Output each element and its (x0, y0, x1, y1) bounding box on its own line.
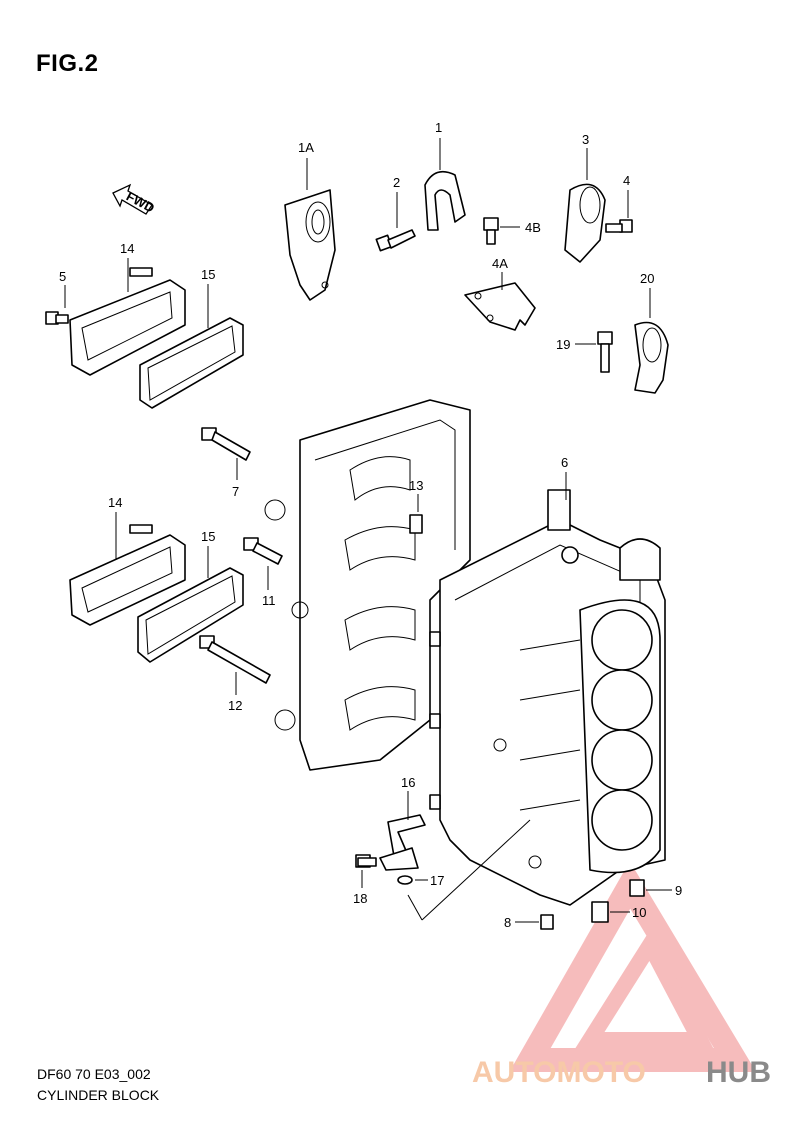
callout-4b: 4B (525, 220, 541, 235)
callout-15-lower: 15 (201, 529, 215, 544)
part-15-gasket-top (139, 317, 244, 409)
callout-11: 11 (262, 593, 276, 608)
part-10-plug (591, 901, 609, 923)
watermark-logo (509, 861, 757, 1072)
crankcase-half (264, 399, 471, 771)
callout-8: 8 (504, 915, 511, 930)
callout-14-lower: 14 (108, 495, 122, 510)
callout-18: 18 (353, 891, 367, 906)
fwd-label: FWD (124, 188, 157, 215)
figure-title: FIG.2 (36, 50, 99, 77)
part-17-o-ring (397, 875, 413, 885)
callout-20: 20 (640, 271, 654, 286)
callout-6: 6 (561, 455, 568, 470)
part-19-bolt (597, 331, 613, 373)
part-8-plug (540, 914, 554, 930)
callout-1: 1 (435, 120, 442, 135)
callout-12: 12 (228, 698, 242, 713)
cylinder-block (429, 489, 666, 906)
part-16-tube (379, 814, 426, 871)
callout-4a: 4A (492, 256, 508, 271)
callout-7: 7 (232, 484, 239, 499)
part-4a-plate (464, 282, 536, 331)
model-code: DF60 70 E03_002 (37, 1066, 151, 1082)
callout-5: 5 (59, 269, 66, 284)
callout-15-top: 15 (201, 267, 215, 282)
callout-17: 17 (430, 873, 444, 888)
watermark-text-part2: HUB (706, 1056, 771, 1089)
part-2-bolt (375, 229, 416, 252)
part-20-bracket (634, 321, 669, 394)
callout-1a: 1A (298, 140, 314, 155)
part-11-bolt (243, 537, 283, 565)
part-14-cover-top (69, 267, 186, 376)
callout-4: 4 (623, 173, 630, 188)
callout-14-top: 14 (120, 241, 134, 256)
callout-13: 13 (409, 478, 423, 493)
part-7-bolt (201, 427, 251, 461)
part-5-bolt (45, 311, 69, 325)
watermark-text-part1: AUTOMOTO (472, 1056, 646, 1089)
callout-19: 19 (556, 337, 570, 352)
diagram-name: CYLINDER BLOCK (37, 1087, 160, 1103)
part-1-clamp (424, 170, 466, 231)
callout-16: 16 (401, 775, 415, 790)
part-18-bolt (355, 854, 377, 868)
callout-3: 3 (582, 132, 589, 147)
part-4b-bolt (483, 217, 499, 245)
part-15-gasket-lower (137, 567, 244, 663)
part-9-plug (629, 879, 645, 897)
callout-10: 10 (632, 905, 646, 920)
callout-9: 9 (675, 883, 682, 898)
part-14-cover-lower (69, 524, 186, 626)
part-4-bolt (605, 219, 633, 233)
fwd-arrow-icon: FWD (112, 183, 157, 216)
callout-2: 2 (393, 175, 400, 190)
part-12-bolt (199, 635, 271, 684)
part-3-bracket (564, 183, 606, 263)
part-1a-bracket (284, 189, 336, 301)
